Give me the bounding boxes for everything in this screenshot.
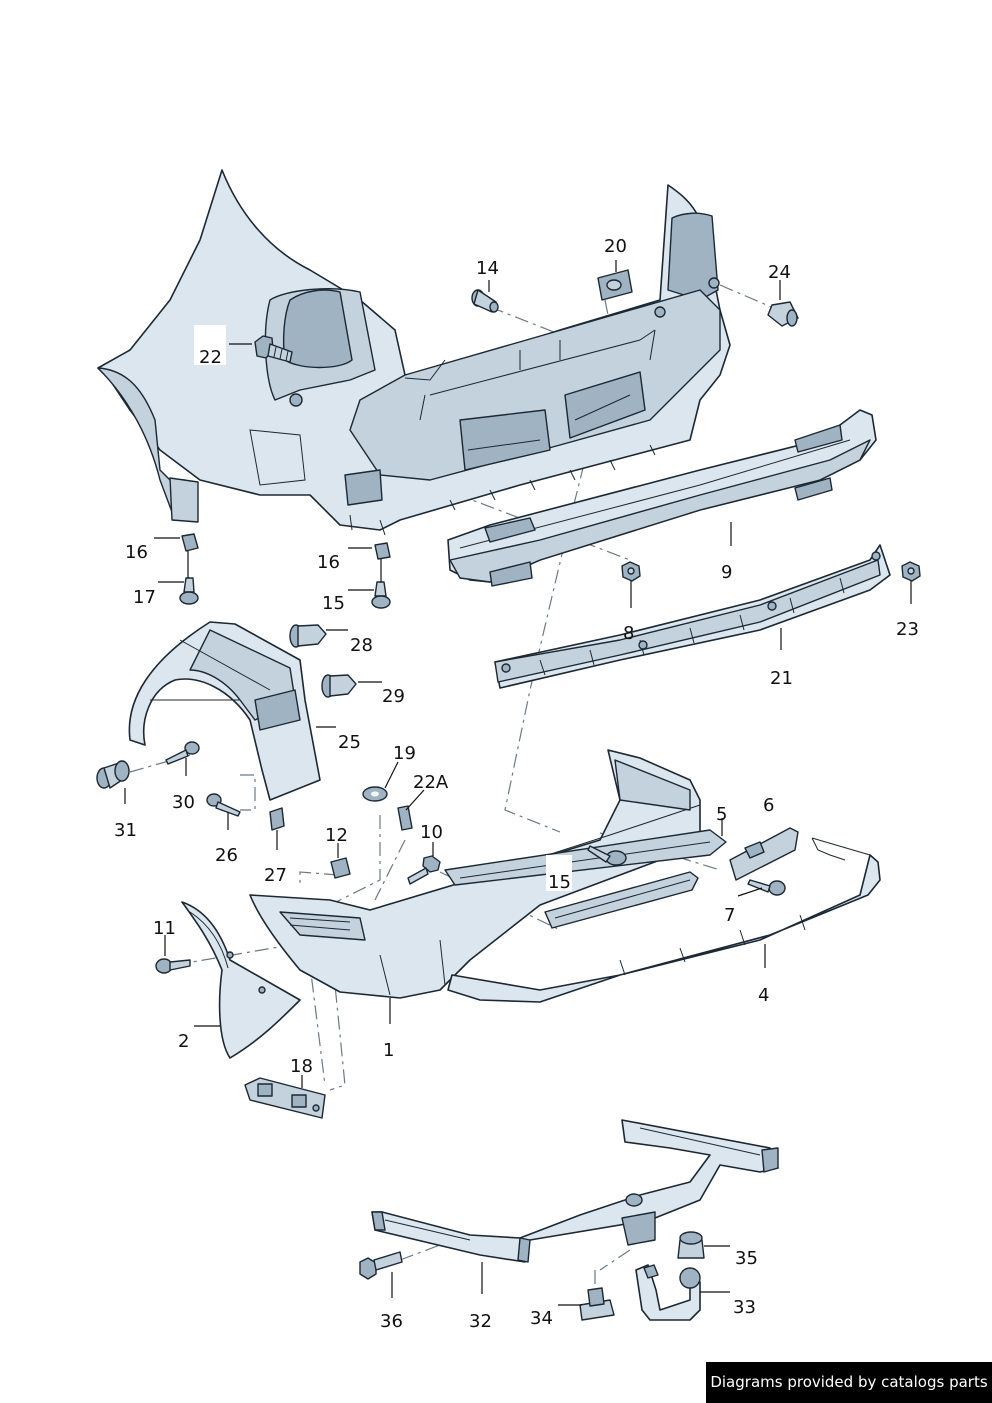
label-36[interactable]: 36 bbox=[380, 1311, 403, 1332]
screw-part-26[interactable] bbox=[206, 793, 241, 817]
label-26[interactable]: 26 bbox=[215, 845, 238, 866]
lower-spoiler-part-4[interactable] bbox=[447, 837, 881, 1003]
clip-part-28[interactable] bbox=[289, 624, 327, 648]
clip-part-29[interactable] bbox=[321, 674, 357, 698]
part-labels: 22 14 20 24 16 17 16 15 9 8 23 21 28 29 … bbox=[114, 236, 919, 1332]
label-21[interactable]: 21 bbox=[770, 668, 793, 689]
label-22[interactable]: 22 bbox=[199, 347, 222, 368]
label-14[interactable]: 14 bbox=[476, 258, 499, 279]
bolt-part-36[interactable] bbox=[359, 1251, 403, 1280]
ball-neck-part-33[interactable] bbox=[635, 1264, 701, 1321]
label-25[interactable]: 25 bbox=[338, 732, 361, 753]
label-16-right[interactable]: 16 bbox=[317, 552, 340, 573]
label-4[interactable]: 4 bbox=[758, 985, 769, 1006]
guide-bracket-part-21[interactable] bbox=[494, 544, 891, 689]
clip-part-14[interactable] bbox=[471, 289, 499, 313]
credit-banner[interactable]: Diagrams provided by catalogs parts bbox=[706, 1362, 992, 1403]
label-5[interactable]: 5 bbox=[716, 804, 727, 825]
label-24[interactable]: 24 bbox=[768, 262, 791, 283]
bumper-reinforcement-part-9[interactable] bbox=[447, 409, 877, 587]
nut-part-8[interactable] bbox=[621, 561, 641, 582]
label-6[interactable]: 6 bbox=[763, 795, 774, 816]
bracket-part-6[interactable] bbox=[729, 827, 799, 881]
label-15-bumper[interactable]: 15 bbox=[548, 872, 571, 893]
label-29[interactable]: 29 bbox=[382, 686, 405, 707]
label-18[interactable]: 18 bbox=[290, 1056, 313, 1077]
label-22A[interactable]: 22A bbox=[413, 772, 449, 793]
clip-part-24[interactable] bbox=[767, 301, 799, 327]
reflector-part-18[interactable] bbox=[244, 1077, 326, 1119]
label-10[interactable]: 10 bbox=[420, 822, 443, 843]
label-33[interactable]: 33 bbox=[733, 1297, 756, 1318]
clip-part-22A[interactable] bbox=[397, 805, 413, 831]
leader-lines bbox=[124, 260, 912, 1306]
washer-part-19[interactable] bbox=[362, 786, 388, 802]
label-2[interactable]: 2 bbox=[178, 1031, 189, 1052]
label-32[interactable]: 32 bbox=[469, 1311, 492, 1332]
rear-body-panel bbox=[97, 169, 731, 536]
label-16-left[interactable]: 16 bbox=[125, 542, 148, 563]
bumper-cover-part-1[interactable] bbox=[249, 749, 701, 999]
bolt-part-10[interactable] bbox=[407, 855, 441, 885]
label-15-top[interactable]: 15 bbox=[322, 593, 345, 614]
guide-part-5[interactable] bbox=[444, 829, 727, 886]
screw-part-15[interactable] bbox=[371, 581, 391, 609]
screw-part-11[interactable] bbox=[155, 958, 191, 974]
label-12[interactable]: 12 bbox=[325, 825, 348, 846]
screw-part-15-bumper[interactable] bbox=[587, 845, 627, 866]
clip-part-16-left[interactable] bbox=[181, 533, 199, 552]
label-34[interactable]: 34 bbox=[530, 1308, 553, 1329]
label-28[interactable]: 28 bbox=[350, 635, 373, 656]
bracket-part-20[interactable] bbox=[597, 269, 633, 301]
label-20[interactable]: 20 bbox=[604, 236, 627, 257]
cap-part-35[interactable] bbox=[677, 1231, 705, 1259]
bolt-part-22[interactable] bbox=[194, 325, 293, 365]
wheel-housing-liner-part-25[interactable] bbox=[128, 621, 321, 801]
nut-part-23[interactable] bbox=[901, 561, 921, 582]
label-30[interactable]: 30 bbox=[172, 792, 195, 813]
label-1[interactable]: 1 bbox=[383, 1040, 394, 1061]
label-17[interactable]: 17 bbox=[133, 587, 156, 608]
label-9[interactable]: 9 bbox=[721, 562, 732, 583]
tow-bar-part-32[interactable] bbox=[371, 1119, 779, 1263]
label-35[interactable]: 35 bbox=[735, 1248, 758, 1269]
bracket-part-34[interactable] bbox=[579, 1287, 615, 1321]
screw-part-7[interactable] bbox=[747, 879, 786, 896]
label-19[interactable]: 19 bbox=[393, 743, 416, 764]
screw-part-17[interactable] bbox=[179, 577, 199, 605]
clip-part-16-right[interactable] bbox=[374, 542, 391, 560]
label-27[interactable]: 27 bbox=[264, 865, 287, 886]
guide-part-15[interactable] bbox=[544, 855, 699, 929]
clip-part-27[interactable] bbox=[269, 807, 285, 831]
nut-part-12[interactable] bbox=[330, 857, 351, 879]
screw-part-30[interactable] bbox=[165, 741, 200, 765]
label-11[interactable]: 11 bbox=[153, 918, 176, 939]
label-8[interactable]: 8 bbox=[623, 623, 634, 644]
label-31[interactable]: 31 bbox=[114, 820, 137, 841]
mud-flap-part-2[interactable] bbox=[181, 901, 301, 1059]
label-7[interactable]: 7 bbox=[724, 905, 735, 926]
stud-part-31[interactable] bbox=[96, 760, 130, 789]
label-23[interactable]: 23 bbox=[896, 619, 919, 640]
